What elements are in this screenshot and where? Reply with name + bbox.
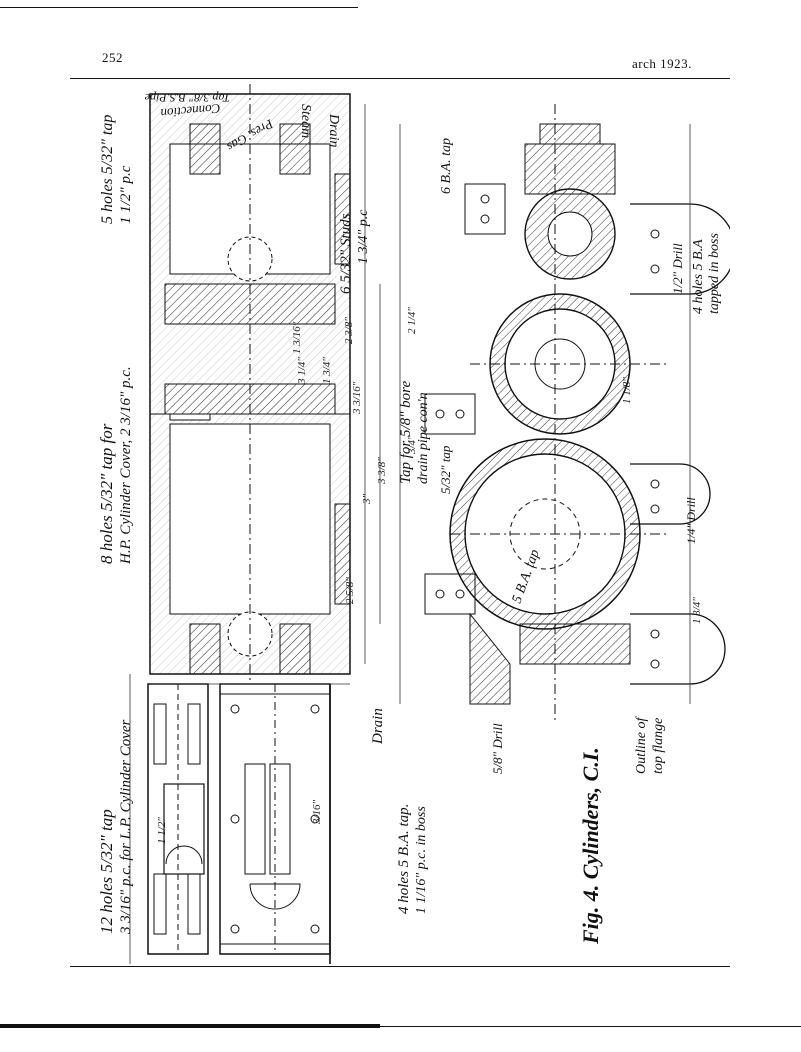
label-tap-bsp: Tap 3/8" B.S.Pipe [144, 91, 230, 105]
dim-3: 3 3/8" [376, 457, 388, 485]
label-12-holes: 12 holes 5/32" tap [97, 809, 116, 934]
label-5-holes: 5 holes 5/32" tap [99, 115, 116, 224]
plan-section [424, 104, 730, 724]
label-hp-cover: H.P. Cylinder Cover, 2 3/16" p.c. [118, 366, 134, 565]
label-tap-bore: Tap for 5/8" bore [398, 381, 414, 484]
label-studs: 6 5/32" Studs [338, 213, 354, 294]
label-drain-pipe: drain pipe con'n [416, 392, 431, 484]
label-6ba: 6 B.A. tap [439, 138, 454, 194]
label-tapped-boss: tapped in boss [707, 233, 722, 314]
label-8-holes: 8 holes 5/32" tap for [97, 423, 116, 564]
label-outline-of: Outline of [634, 716, 649, 774]
label-tap-532: 5/32" tap [438, 445, 453, 494]
side-elevation [147, 683, 331, 964]
dimension-texts: 3" 3 3/16" 3 3/8" 3 1/4" 1 3/16" 1 3/4" … [156, 307, 703, 844]
label-4-holes-a: 4 holes 5 B.A. tap. [396, 804, 412, 914]
label-drain: Drain [370, 708, 386, 745]
cylinder-drawing: 12 holes 5/32" tap 3 3/16" p.c. for L.P.… [97, 84, 730, 964]
dim-4: 3 1/4" [296, 357, 308, 385]
running-head: arch 1923. [632, 56, 692, 71]
label-studs-pc: 1 3/4" p.c [356, 209, 371, 264]
label-connection: Connection [160, 101, 221, 121]
dim-12: 1 1/8" [621, 377, 633, 404]
dim-7: 2 5/8" [344, 577, 356, 604]
label-pc-4a: 1 1/16" p.c. in boss [414, 806, 429, 914]
label-drill-1-4: 1/4" Drill [684, 497, 698, 544]
bottom-rule-thin [380, 1026, 801, 1027]
dim-11: 3/4" [406, 435, 418, 455]
figure-base-rule [70, 966, 730, 967]
top-rule [0, 7, 358, 8]
figure-caption: Fig. 4. Cylinders, C.I. [578, 747, 603, 945]
label-drill-5-8: 5/8" Drill [490, 723, 505, 774]
bottom-rule-thick [0, 1024, 380, 1028]
dim-1: 3" [361, 494, 373, 506]
dim-13: 2 1/4" [406, 307, 418, 334]
dim-8: 2 3/8" [343, 317, 355, 344]
label-drill-half: 1/2" Drill [670, 243, 685, 294]
page-number: 252 [102, 50, 123, 65]
label-4-holes-b: 4 holes 5 B.A [691, 239, 706, 314]
longitudinal-section [149, 84, 351, 684]
dim-6: 1 3/4" [321, 357, 333, 384]
dimension-lines [129, 104, 691, 964]
label-drain-top: Drain [326, 113, 341, 147]
dim-9: 1 1/2" [156, 817, 168, 844]
label-pc-5: 1 1/2" p.c [118, 165, 134, 224]
header-rule [70, 78, 730, 79]
dim-14: 1 3/4" [691, 597, 703, 624]
dim-10: 3/16" [311, 799, 323, 825]
dim-2: 3 3/16" [351, 381, 363, 415]
dim-5: 1 3/16" [291, 321, 303, 354]
label-top-flange: top flange [651, 718, 666, 774]
label-steam: Steam [298, 104, 313, 138]
label-lp-cover: 3 3/16" p.c. for L.P. Cylinder Cover [118, 719, 134, 935]
